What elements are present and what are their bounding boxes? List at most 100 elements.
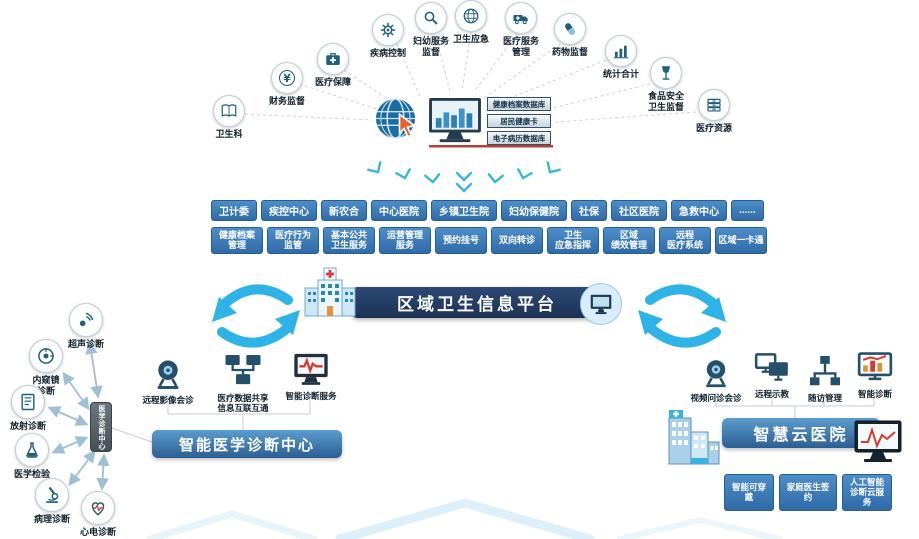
left-service-1: 医疗数据共享 信息互联互通 (200, 348, 286, 413)
top-icon-5: 卫生应急 (436, 0, 506, 45)
platform-title-banner: 区域卫生信息平台 (352, 287, 602, 318)
ecg-monitor-icon (291, 346, 331, 388)
cloud-hospital-building-icon (668, 410, 720, 465)
service-button-6[interactable]: 卫生 应急指挥 (547, 227, 599, 254)
org-button-4[interactable]: 乡镇卫生院 (431, 200, 497, 221)
org-button-9[interactable]: ...... (731, 200, 764, 221)
medkit-icon (317, 43, 349, 75)
service-button-8[interactable]: 远程 医疗系统 (659, 227, 711, 254)
top-icon-label: 卫生应急 (452, 34, 489, 44)
right-service-2: 随访管理 (792, 348, 858, 403)
right-swoosh-arrow (638, 284, 726, 348)
radiology-icon (11, 385, 45, 419)
database-stack: 健康档案数据库居民健康卡电子病历数据库 (487, 97, 551, 148)
top-icon-label: 医疗服务 管理 (502, 36, 539, 57)
diagnostic-item-3: 医学检验 (0, 433, 68, 480)
org-button-5[interactable]: 妇幼保健院 (501, 200, 567, 221)
red-accent-bar (429, 145, 553, 148)
diagnostic-label: 医学检验 (13, 469, 50, 479)
hub-monitor-icon (429, 97, 481, 143)
pill-icon (554, 13, 586, 45)
right-service-label: 视频问诊会诊 (690, 393, 742, 403)
barchart-icon (605, 35, 637, 67)
service-button-2[interactable]: 基本公共 卫生服务 (323, 227, 375, 254)
service-button-5[interactable]: 双向转诊 (491, 227, 543, 254)
diagnostic-label: 心电诊断 (79, 527, 116, 537)
diagnostic-item-4: 病理诊断 (16, 478, 88, 525)
top-icon-label: 妇幼服务 监督 (412, 36, 449, 57)
org-button-7[interactable]: 社区医院 (611, 200, 667, 221)
right-service-label: 智能诊断 (857, 389, 892, 399)
top-icon-6: 医疗服务 管理 (486, 2, 556, 58)
microscope-icon (35, 478, 69, 512)
left-service-label: 智能诊断服务 (285, 391, 337, 401)
cloud-button-0[interactable]: 智能可穿戴 (724, 474, 774, 511)
left-service-2: 智能诊断服务 (266, 346, 356, 401)
endoscope-icon (29, 339, 63, 373)
platform-title: 区域卫生信息平台 (397, 295, 557, 314)
cloud-hospital-banner: 智慧云医院 (722, 418, 880, 448)
right-service-0: 视频问诊会诊 (682, 348, 750, 403)
top-icon-10: 医疗资源 (679, 89, 749, 134)
background-chevrons (146, 498, 783, 539)
webcam-icon (699, 348, 733, 390)
top-icon-label: 疾病控制 (369, 48, 406, 58)
top-icon-7: 药物监督 (535, 13, 605, 58)
left-service-0: 远程影像会诊 (128, 350, 208, 405)
top-icon-label: 卫生科 (215, 129, 243, 139)
top-icon-label: 统计合计 (602, 69, 639, 79)
org-button-0[interactable]: 卫计委 (211, 200, 257, 221)
diagnostic-label: 病理诊断 (33, 514, 70, 524)
diagnostic-item-1: 内窥镜 诊断 (10, 339, 82, 397)
network-monitors-icon (223, 348, 263, 390)
database-box-1: 居民健康卡 (487, 114, 551, 128)
service-button-4[interactable]: 预约挂号 (435, 227, 487, 254)
diagnostic-item-5: 心电诊断 (62, 491, 134, 538)
org-button-3[interactable]: 中心医院 (371, 200, 427, 221)
right-service-3: 智能诊断 (840, 344, 910, 399)
hospital-icon (304, 267, 356, 317)
webcam-icon (150, 350, 186, 392)
diagnosis-center-title: 智能医学诊断中心 (178, 436, 315, 454)
service-button-3[interactable]: 运营管理 服务 (379, 227, 431, 254)
diagnostic-label: 内窥镜 诊断 (32, 375, 60, 396)
org-button-8[interactable]: 急救中心 (671, 200, 727, 221)
svg-text:¥: ¥ (283, 73, 291, 85)
lab-flask-icon (15, 433, 49, 467)
diagnostic-terminal-label: 医学诊断中心 (98, 404, 105, 450)
top-icon-label: 医疗资源 (695, 123, 732, 133)
diagnostic-label: 放射诊断 (9, 421, 46, 431)
top-icon-9: 食品安全 卫生监督 (631, 57, 701, 113)
org-button-2[interactable]: 新农合 (321, 200, 367, 221)
service-button-row: 健康档案 管理医疗行为 监管基本公共 卫生服务运营管理 服务预约挂号双向转诊卫生… (211, 227, 767, 254)
top-icon-label: 食品安全 卫生监督 (647, 91, 684, 112)
top-icon-1: ¥财务监督 (252, 62, 322, 107)
database-box-0: 健康档案数据库 (487, 97, 551, 111)
service-button-0[interactable]: 健康档案 管理 (211, 227, 263, 254)
cloud-button-2[interactable]: 人工智能 诊断云服务 (842, 474, 892, 511)
service-button-7[interactable]: 区域 绩效管理 (603, 227, 655, 254)
chart-monitor-dark-icon (854, 420, 902, 462)
top-icon-label: 药物监督 (551, 47, 588, 57)
top-icon-2: 医疗保障 (298, 43, 368, 88)
cluster-connectors (111, 392, 875, 443)
diagnosis-center-banner: 智能医学诊断中心 (152, 430, 342, 458)
double-arrows (47, 341, 110, 491)
archive-icon (698, 89, 730, 121)
service-button-9[interactable]: 区域一卡通 (715, 227, 767, 254)
top-icon-4: 妇幼服务 监督 (396, 2, 466, 58)
cloud-button-1[interactable]: 家庭医生签约 (779, 474, 837, 511)
right-service-label: 远程示教 (754, 389, 789, 399)
gear-icon (372, 14, 404, 46)
top-icon-3: 疾病控制 (353, 14, 423, 59)
database-box-2: 电子病历数据库 (487, 131, 551, 145)
service-button-1[interactable]: 医疗行为 监管 (267, 227, 319, 254)
dashed-connectors (244, 31, 697, 123)
org-button-6[interactable]: 社保 (571, 200, 607, 221)
top-icon-8: 统计合计 (586, 35, 656, 80)
finance-icon: ¥ (271, 62, 303, 94)
org-button-1[interactable]: 疾控中心 (261, 200, 317, 221)
left-service-label: 医疗数据共享 信息互联互通 (217, 393, 269, 414)
